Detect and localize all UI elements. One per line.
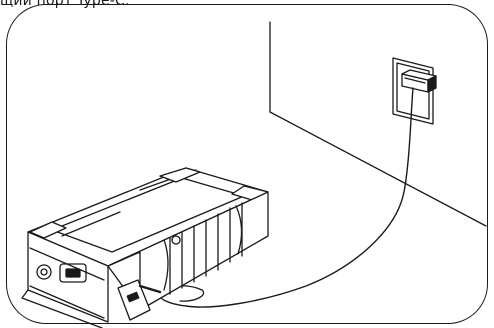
- wall-outlet-icon: [392, 57, 437, 125]
- power-bank-device: [21, 167, 269, 328]
- wall-corner: [269, 21, 487, 227]
- illustration-frame: [6, 4, 488, 324]
